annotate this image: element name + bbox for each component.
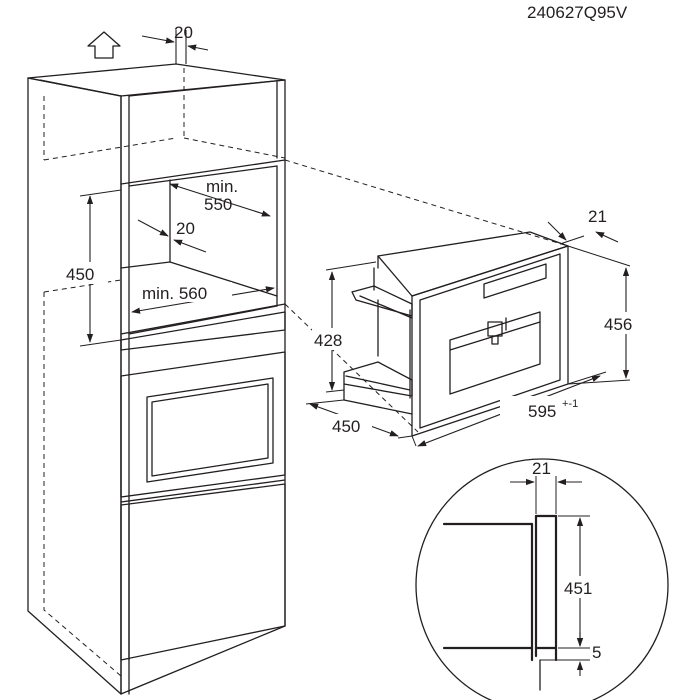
dim-niche-width-label: min. 560: [142, 284, 207, 303]
dim-body-depth-label: 450: [332, 417, 360, 436]
drawing-code: 240627Q95V: [527, 3, 628, 22]
dim-side-depth: 21: [547, 207, 619, 245]
cabinet-top-board: [27, 63, 286, 97]
dim-body-height: 428: [312, 261, 377, 393]
dim-rear-gap: 20: [137, 219, 207, 253]
dim-frame-depth-label: 21: [532, 459, 551, 478]
dim-front-height: 456: [567, 245, 648, 385]
cabinet-column: [27, 63, 286, 695]
dim-top-gap-label: 20: [174, 23, 193, 42]
oven-front: [120, 351, 286, 498]
dim-front-width-label: 595: [528, 402, 556, 421]
up-arrow-icon: [87, 31, 121, 59]
dim-body-height-label: 428: [314, 331, 342, 350]
dim-niche-depth: min. 550: [169, 177, 271, 217]
cabinet-left-side: [27, 77, 122, 695]
detail-view: 21 451 5: [415, 458, 669, 700]
dim-front-width-tolerance: +-1: [562, 398, 578, 410]
dim-niche-width: min. 560: [131, 282, 275, 314]
dim-niche-height: 450: [64, 189, 122, 347]
dim-frame-height-label: 451: [564, 579, 592, 598]
dim-niche-depth-label-1: min.: [206, 177, 238, 196]
dim-side-depth-label: 21: [588, 207, 607, 226]
dim-top-gap: 20: [141, 23, 209, 64]
dim-niche-depth-label-2: 550: [204, 195, 232, 214]
dim-niche-height-label: 450: [66, 265, 94, 284]
dim-rear-gap-label: 20: [176, 219, 195, 238]
dim-front-height-label: 456: [604, 315, 632, 334]
dim-body-depth: 450: [305, 399, 413, 439]
dim-bottom-gap-label: 5: [592, 643, 601, 662]
detail-circle: [415, 458, 669, 700]
dim-front-width: 595 +-1: [411, 371, 607, 447]
